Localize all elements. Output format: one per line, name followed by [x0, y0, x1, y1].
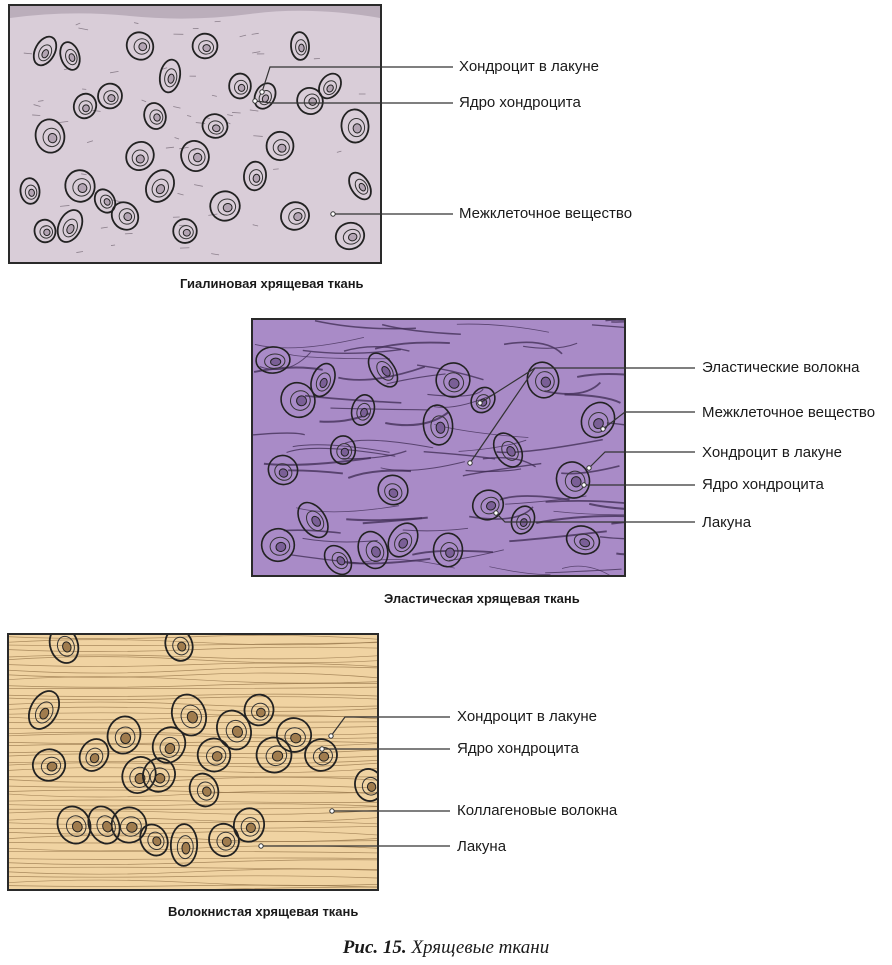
figure-title: Хрящевые ткани	[411, 937, 549, 958]
label-elastic-fibers: Эластические волокна	[702, 359, 860, 377]
leader-elastic-fibers-b	[470, 368, 535, 463]
label-hyaline-matrix: Межклеточное вещество	[459, 205, 632, 223]
label-fibrous-collagen: Коллагеновые волокна	[457, 802, 617, 820]
leader-elastic-lacuna	[496, 513, 695, 522]
label-fibrous-lacuna: Лакуна	[457, 838, 506, 856]
label-fibrous-chondrocyte: Хондроцит в лакуне	[457, 708, 597, 726]
leader-hyaline-nucleus	[255, 101, 453, 103]
label-hyaline-chondrocyte: Хондроцит в лакуне	[459, 58, 599, 76]
label-elastic-lacuna: Лакуна	[702, 514, 751, 532]
label-hyaline-nucleus: Ядро хондроцита	[459, 94, 581, 112]
leader-fibrous-chondrocyte	[331, 717, 450, 736]
leader-elastic-matrix	[603, 412, 695, 429]
figure-caption: Рис. 15. Хрящевые ткани	[0, 937, 892, 959]
leader-hyaline-chondrocyte	[262, 67, 453, 92]
label-elastic-nucleus: Ядро хондроцита	[702, 476, 824, 494]
leader-elastic-chondrocyte	[589, 452, 695, 468]
label-elastic-matrix: Межклеточное вещество	[702, 404, 875, 422]
label-elastic-chondrocyte: Хондроцит в лакуне	[702, 444, 842, 462]
leader-elastic-fibers-a	[480, 368, 695, 403]
label-fibrous-nucleus: Ядро хондроцита	[457, 740, 579, 758]
figure-number: Рис. 15.	[343, 937, 407, 958]
